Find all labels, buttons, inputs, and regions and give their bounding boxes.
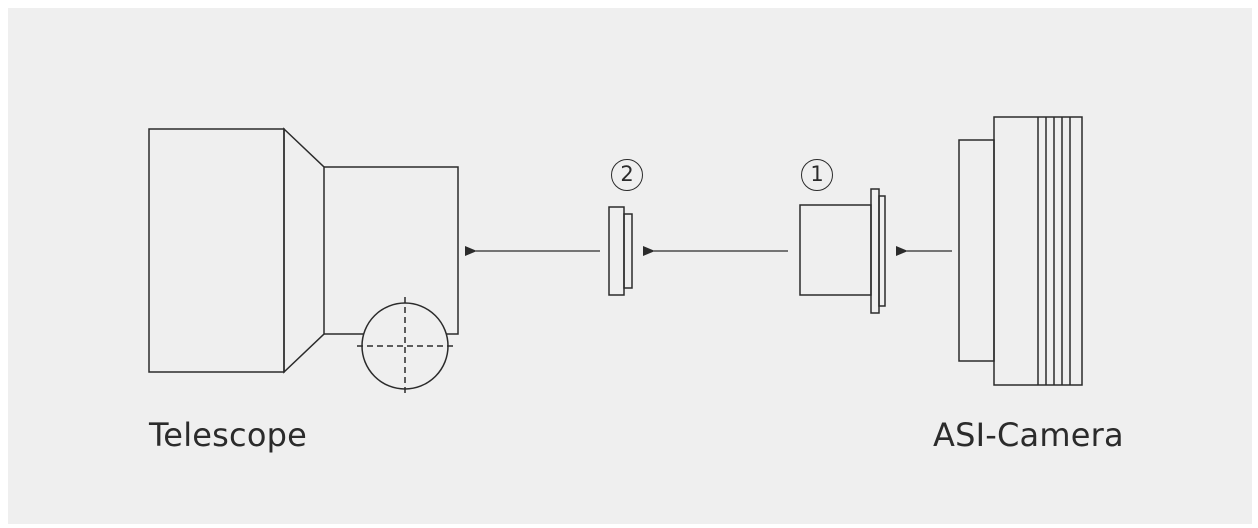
adapter-2-drawing bbox=[608, 206, 633, 296]
telescope-drawing bbox=[148, 127, 459, 395]
adapter-2-thread bbox=[623, 213, 633, 289]
camera-label: ASI-Camera bbox=[933, 416, 1124, 454]
adapter-1-body bbox=[799, 204, 872, 296]
adapter-1-flange bbox=[870, 188, 880, 314]
telescope-label: Telescope bbox=[149, 416, 308, 454]
part-2-marker: 2 bbox=[611, 159, 643, 191]
adapter-1-drawing bbox=[799, 188, 886, 314]
telescope-taper bbox=[283, 127, 325, 374]
camera-nose bbox=[958, 139, 995, 362]
telescope-tube bbox=[148, 128, 285, 373]
camera-drawing bbox=[958, 116, 1083, 386]
adapter-2-ring bbox=[608, 206, 625, 296]
focuser-knob bbox=[361, 302, 449, 390]
part-1-marker: 1 bbox=[801, 159, 833, 191]
adapter-1-rim bbox=[878, 195, 886, 307]
diagram-background bbox=[8, 8, 1252, 524]
